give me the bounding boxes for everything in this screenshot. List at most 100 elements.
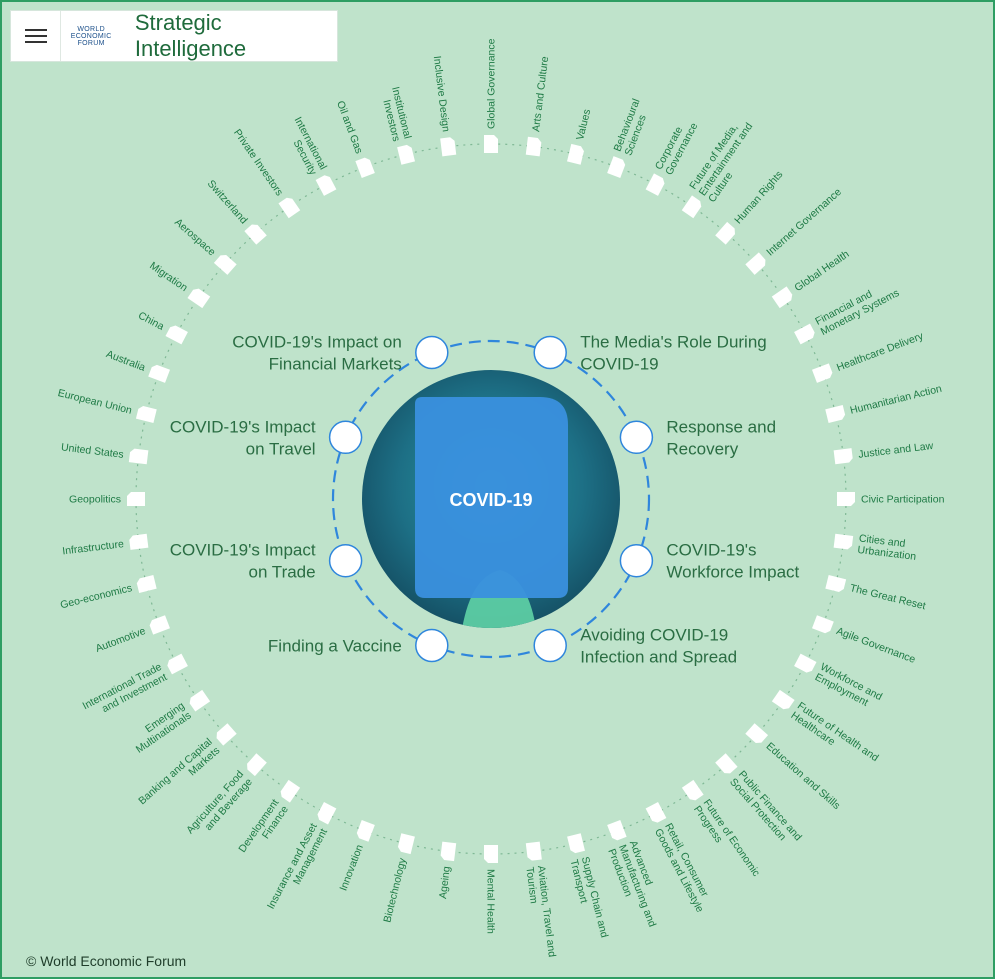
outer-topic-label: Private Investors <box>231 127 285 198</box>
app-title[interactable]: Strategic Intelligence <box>134 10 247 61</box>
topic-marker <box>771 689 795 710</box>
outer-topic-label: Internet Governance <box>764 186 844 259</box>
outer-topic-label: European Union <box>57 387 134 417</box>
topic-marker <box>825 405 846 423</box>
outer-topic-label: Global Health <box>792 248 851 294</box>
outer-topic-label: International Tradeand Investment <box>81 661 170 723</box>
outer-topic-label: Biotechnology <box>381 856 409 924</box>
outer-topic[interactable]: United States <box>60 441 149 465</box>
outer-topic[interactable]: Biotechnology <box>381 833 415 924</box>
outer-topic[interactable]: Values <box>567 108 593 165</box>
topic-marker <box>136 575 157 593</box>
outer-topic[interactable]: Infrastructure <box>62 533 149 558</box>
outer-topic-label: Innovation <box>337 843 365 893</box>
outer-topic[interactable]: Australia <box>104 348 171 383</box>
outer-topic[interactable]: Aviation, Travel andTourism <box>523 841 558 960</box>
topic-marker <box>837 492 855 506</box>
topic-marker <box>645 173 665 196</box>
outer-topic[interactable]: Healthcare Delivery <box>811 330 926 383</box>
outer-topic[interactable]: BehaviouralSciences <box>607 97 653 178</box>
outer-topic[interactable]: Aerospace <box>172 216 237 275</box>
outer-topic-label: Oil and Gas <box>334 99 365 155</box>
topic-marker <box>567 833 585 854</box>
menu-button[interactable] <box>11 11 62 61</box>
topic-marker <box>484 135 498 153</box>
outer-topic[interactable]: Justice and Law <box>833 440 935 465</box>
topic-marker <box>216 723 237 746</box>
outer-topic[interactable]: Switzerland <box>205 178 267 245</box>
outer-topic-label: Agriculture, Foodand Beverage <box>184 768 255 844</box>
outer-topic-label: Values <box>574 108 593 141</box>
topic-marker <box>167 653 188 675</box>
outer-topic[interactable]: China <box>136 309 188 345</box>
outer-topic[interactable]: Ageing <box>437 841 457 900</box>
outer-topic[interactable]: InternationalSecurity <box>281 115 337 196</box>
outer-topic-label: AdvancedManufacturing andProduction <box>605 839 669 933</box>
topic-marker <box>440 137 457 157</box>
subtopic-circle <box>533 628 567 663</box>
subtopic-circle <box>328 543 363 578</box>
topic-marker <box>811 363 833 383</box>
outer-topic-label: Global Governance <box>486 38 498 129</box>
outer-topic[interactable]: Mental Health <box>484 845 498 934</box>
outer-topic[interactable]: Automotive <box>94 615 170 655</box>
outer-topic[interactable]: Geopolitics <box>69 492 145 506</box>
outer-topic[interactable]: Arts and Culture <box>525 56 551 157</box>
outer-topic-label: Inclusive Design <box>431 55 452 133</box>
outer-topic[interactable]: Inclusive Design <box>431 55 457 157</box>
subtopic-circle <box>328 420 363 455</box>
outer-topic-label: InstitutionalInvestors <box>378 86 414 143</box>
center-topic[interactable]: COVID-19 <box>362 370 620 629</box>
topic-marker <box>812 615 834 634</box>
outer-topic-label: Australia <box>104 348 147 374</box>
subtopic-node[interactable]: Finding a Vaccine <box>268 628 449 663</box>
outer-topic-label: Supply Chain andTransport <box>568 856 611 942</box>
outer-topic[interactable]: Private Investors <box>231 127 301 219</box>
outer-topic[interactable]: Global Governance <box>484 38 498 153</box>
topic-marker <box>484 845 498 863</box>
outer-topic[interactable]: Geo-economics <box>59 575 157 611</box>
topic-marker <box>607 156 626 178</box>
outer-topic[interactable]: Oil and Gas <box>334 99 375 178</box>
topic-marker <box>187 288 211 309</box>
outer-topic[interactable]: Migration <box>147 260 211 309</box>
topic-marker <box>440 841 457 862</box>
topic-marker <box>607 819 627 841</box>
topic-marker <box>745 723 769 743</box>
topic-marker <box>681 779 704 801</box>
outer-topic-label: Infrastructure <box>62 538 125 557</box>
outer-topic[interactable]: Financial andMonetary Systems <box>794 277 901 345</box>
wef-logo[interactable]: WORLD ECONOMIC FORUM <box>61 11 120 61</box>
outer-topic[interactable]: Supply Chain andTransport <box>567 833 610 941</box>
outer-topic[interactable]: Innovation <box>337 819 375 893</box>
outer-topic[interactable]: InstitutionalInvestors <box>378 86 415 165</box>
subtopic-circle <box>415 335 449 370</box>
outer-topic[interactable]: Global Health <box>771 248 852 309</box>
outer-topic-label: Insurance and AssetManagement <box>265 821 330 916</box>
outer-topic-label: The Great Reset <box>849 582 927 612</box>
outer-topic[interactable]: Agile Governance <box>812 615 917 666</box>
outer-topic[interactable]: European Union <box>57 387 157 423</box>
outer-topic[interactable]: Cities andUrbanization <box>833 532 919 563</box>
outer-topic-label: Agile Governance <box>835 625 917 666</box>
topic-marker <box>317 802 337 825</box>
outer-topic-label: Geopolitics <box>69 494 121 506</box>
outer-topic-label: DevelopmentFinance <box>236 797 291 861</box>
outer-topic-label: Humanitarian Action <box>849 383 943 417</box>
outer-topic-label: Justice and Law <box>858 440 935 461</box>
outer-topic[interactable]: Civic Participation <box>837 492 945 506</box>
outer-topic[interactable]: Humanitarian Action <box>825 383 943 423</box>
outer-topic[interactable]: The Great Reset <box>825 575 927 612</box>
topic-marker <box>715 753 738 774</box>
topic-marker <box>213 255 237 275</box>
